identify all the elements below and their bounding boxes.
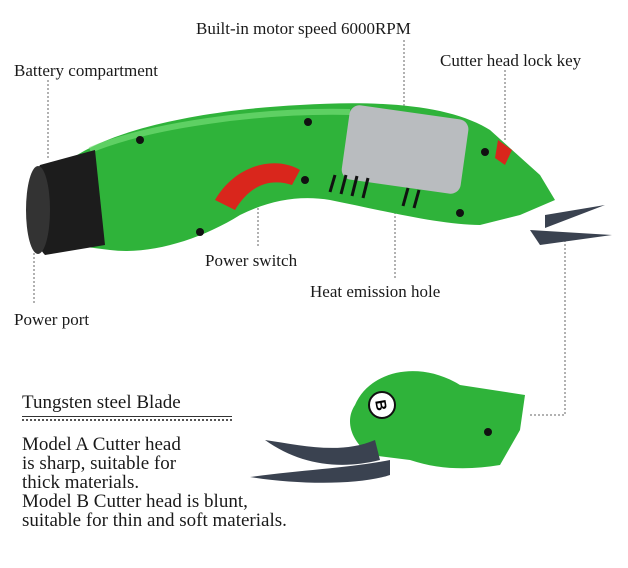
- lock-key: [495, 140, 512, 165]
- cutter-head-b: [350, 371, 525, 469]
- label-battery-compartment: Battery compartment: [14, 61, 158, 80]
- heat-emission-vents: [328, 174, 421, 209]
- label-lock-key: Cutter head lock key: [440, 51, 582, 70]
- description-line: is sharp, suitable for: [22, 453, 177, 474]
- label-motor-speed: Built-in motor speed 6000RPM: [196, 19, 411, 38]
- description-line: Model A Cutter head: [22, 434, 181, 455]
- motor: [341, 105, 469, 194]
- screws: [136, 118, 489, 236]
- blade-bottom: [530, 230, 612, 245]
- description-line: Model B Cutter head is blunt,: [22, 491, 248, 512]
- power-switch: [215, 163, 300, 210]
- blade-b-top: [265, 440, 380, 465]
- badge-letter: B: [371, 398, 390, 412]
- tool-body: [70, 103, 555, 251]
- title-divider: [22, 416, 232, 421]
- description-line: suitable for thin and soft materials.: [22, 510, 287, 531]
- blade-section-title: Tungsten steel Blade: [22, 392, 181, 413]
- label-heat-emission-hole: Heat emission hole: [310, 282, 441, 301]
- description-line: thick materials.: [22, 472, 140, 493]
- blade-description: Model A Cutter head is sharp, suitable f…: [22, 435, 287, 530]
- label-power-switch: Power switch: [205, 251, 298, 270]
- badge-circle: [368, 391, 396, 419]
- label-power-port: Power port: [14, 310, 90, 329]
- blade-b-bottom: [250, 460, 390, 483]
- battery: [30, 150, 106, 255]
- blade-top: [545, 205, 605, 228]
